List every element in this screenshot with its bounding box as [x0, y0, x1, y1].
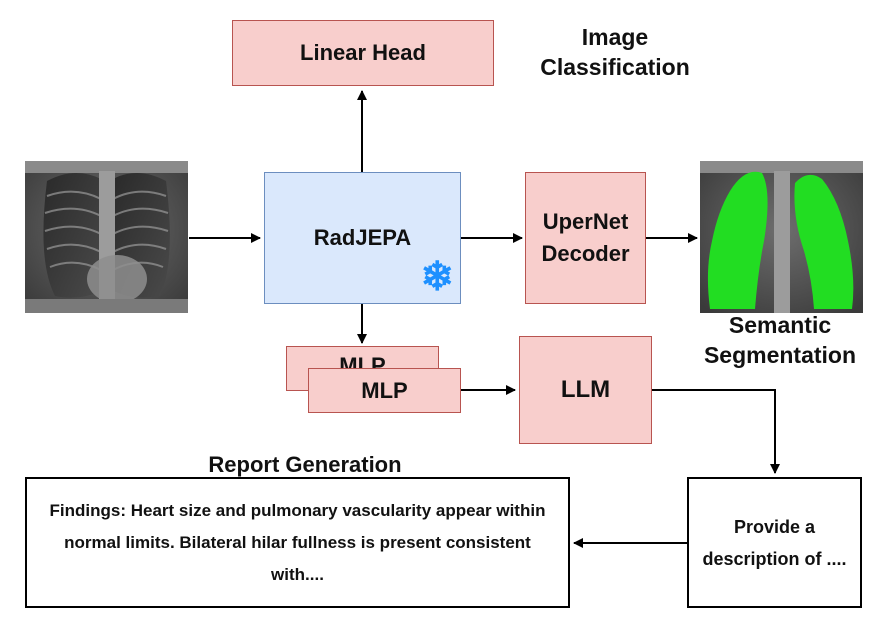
image-classification-label: Image Classification [540, 24, 690, 80]
mlp-front-box: MLP [308, 368, 461, 413]
radjepa-box: RadJEPA ❄ [264, 172, 461, 304]
mlp-front-label: MLP [361, 377, 408, 403]
upernet-label-line2: Decoder [541, 241, 630, 266]
findings-box: Findings: Heart size and pulmonary vascu… [25, 477, 570, 608]
linear-head-box: Linear Head [232, 20, 494, 86]
upernet-label-line1: UperNet [542, 209, 629, 234]
chest-xray-graphic [25, 161, 188, 313]
right-lung-mask [794, 174, 854, 309]
linear-head-label: Linear Head [300, 40, 426, 65]
semantic-segmentation-label: Semantic Segmentation [703, 312, 857, 368]
llm-box: LLM [519, 336, 652, 444]
arrow-llm-to-prompt [652, 389, 780, 474]
prompt-box: Provide a description of .... [687, 477, 862, 608]
report-generation-label: Report Generation [208, 452, 402, 477]
segmentation-xray-image [700, 161, 863, 313]
input-xray-image [25, 161, 188, 313]
findings-text: Findings: Heart size and pulmonary vascu… [49, 500, 546, 584]
segmented-xray-graphic [700, 161, 863, 313]
prompt-text: Provide a description of .... [702, 516, 847, 569]
upernet-decoder-box: UperNet Decoder [525, 172, 646, 304]
radjepa-label: RadJEPA [313, 225, 412, 250]
left-lung-mask [707, 171, 768, 309]
snowflake-icon: ❄ [420, 255, 454, 299]
llm-label: LLM [560, 376, 611, 403]
